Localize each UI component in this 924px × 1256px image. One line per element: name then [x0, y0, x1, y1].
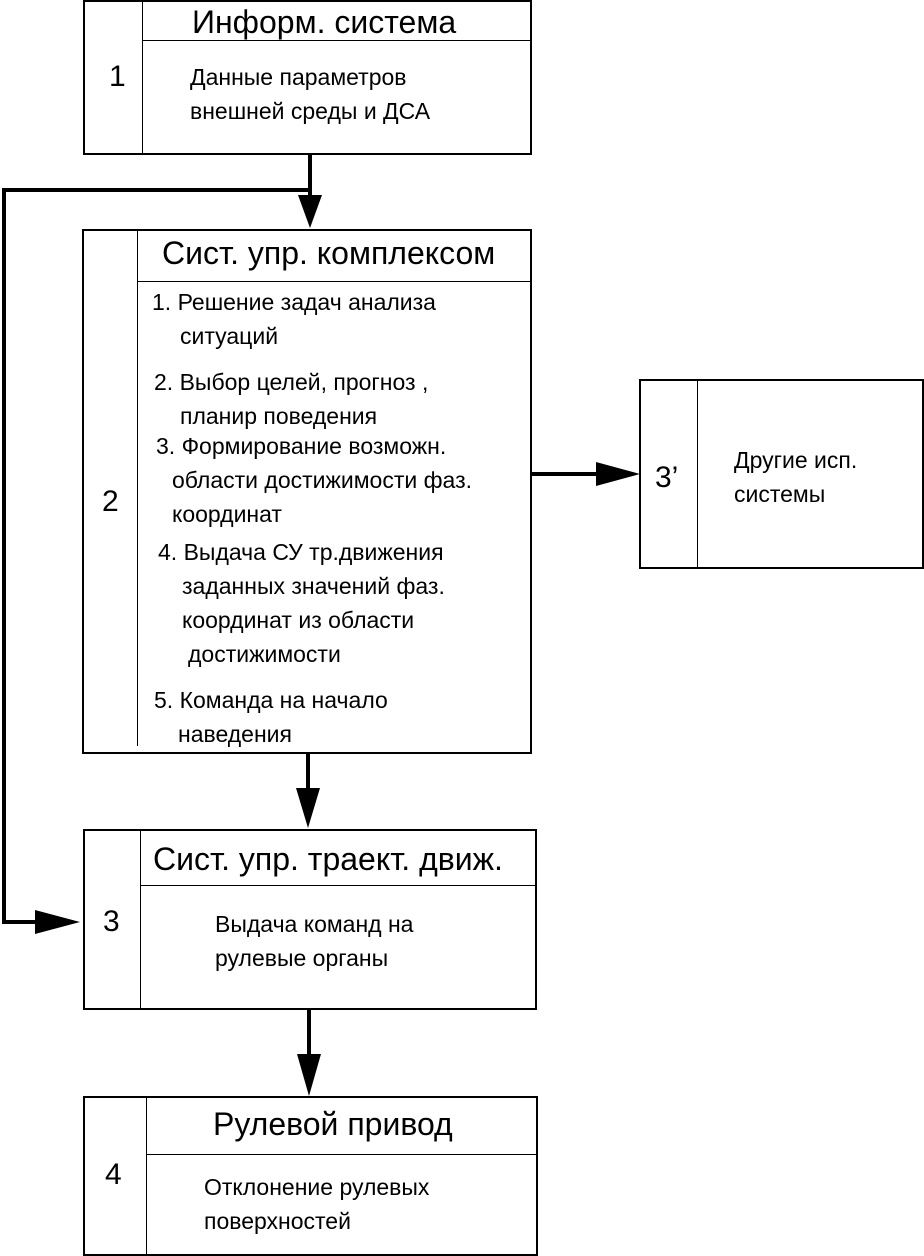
text-line: Другие исп.	[734, 447, 858, 473]
box-divider	[140, 831, 141, 1008]
box-trajectory-control-system: 3 Сист. упр. траект. движ. Выдача команд…	[83, 829, 537, 1010]
item-line: координат	[172, 501, 282, 527]
item-line: 1. Решение задач анализа	[152, 289, 436, 315]
box-number: 2	[102, 485, 119, 518]
box-divider	[697, 381, 698, 567]
arrow-bypass-to-3	[2, 188, 310, 924]
list-item: 5. Команда на начало наведения	[154, 683, 388, 751]
text-line: внешней среды и ДСА	[190, 98, 431, 124]
box-description: Выдача команд на рулевые органы	[215, 907, 413, 975]
list-item: 1. Решение задач анализа ситуаций	[152, 285, 436, 353]
text-line: системы	[734, 481, 826, 507]
box-info-system: 1 Информ. система Данные параметров внеш…	[83, 0, 532, 155]
item-line: 2. Выбор целей, прогноз ,	[154, 369, 429, 395]
box-complex-control-system: 2 Сист. упр. комплексом 1. Решение задач…	[82, 229, 532, 754]
title-divider	[140, 885, 535, 886]
item-line: наведения	[178, 721, 292, 747]
text-line: Данные параметров	[190, 64, 407, 90]
list-item: 4. Выдача СУ тр.движения заданных значен…	[158, 535, 445, 671]
item-line: координат из области	[182, 607, 415, 633]
item-line: достижимости	[188, 641, 341, 667]
item-line: 3. Формирование возможн.	[156, 433, 447, 459]
box-description: Данные параметров внешней среды и ДСА	[190, 60, 430, 128]
item-line: 5. Команда на начало	[154, 687, 388, 713]
arrowhead-bypass-to-3	[35, 910, 80, 934]
title-divider	[146, 1154, 536, 1155]
box-number: 3	[103, 905, 120, 938]
text-line: Выдача команд на	[215, 911, 414, 937]
title-divider	[137, 281, 530, 282]
box-title: Информ. система	[192, 4, 457, 40]
arrowhead-3-to-4	[297, 1054, 321, 1096]
box-divider	[146, 1098, 147, 1254]
item-line: ситуаций	[180, 323, 279, 349]
arrowhead-1-to-2	[298, 195, 322, 228]
item-line: области достижимости фаз.	[172, 467, 473, 493]
arrowhead-2-to-3	[296, 788, 320, 828]
text-line: поверхностей	[204, 1208, 351, 1234]
arrowhead-2-to-3prime	[596, 462, 640, 486]
box-title: Сист. упр. комплексом	[162, 235, 496, 271]
box-title: Рулевой привод	[213, 1106, 453, 1142]
box-description: Другие исп. системы	[734, 443, 857, 511]
box-divider	[137, 231, 138, 746]
box-other-systems: 3’ Другие исп. системы	[639, 379, 924, 569]
box-number: 1	[109, 60, 126, 93]
item-line: заданных значений фаз.	[182, 573, 445, 599]
box-divider	[142, 2, 143, 153]
box-description: Отклонение рулевых поверхностей	[204, 1170, 429, 1238]
text-line: Отклонение рулевых	[204, 1174, 430, 1200]
item-line: планир поведения	[180, 403, 378, 429]
list-item: 3. Формирование возможн. области достижи…	[156, 429, 472, 531]
box-number: 4	[105, 1158, 122, 1191]
box-number: 3’	[655, 461, 679, 494]
list-item: 2. Выбор целей, прогноз , планир поведен…	[154, 365, 428, 433]
item-line: 4. Выдача СУ тр.движения	[158, 539, 444, 565]
text-line: рулевые органы	[215, 945, 389, 971]
box-steering-actuator: 4 Рулевой привод Отклонение рулевых пове…	[83, 1096, 538, 1256]
title-divider	[142, 40, 530, 41]
box-title: Сист. упр. траект. движ.	[153, 841, 503, 877]
